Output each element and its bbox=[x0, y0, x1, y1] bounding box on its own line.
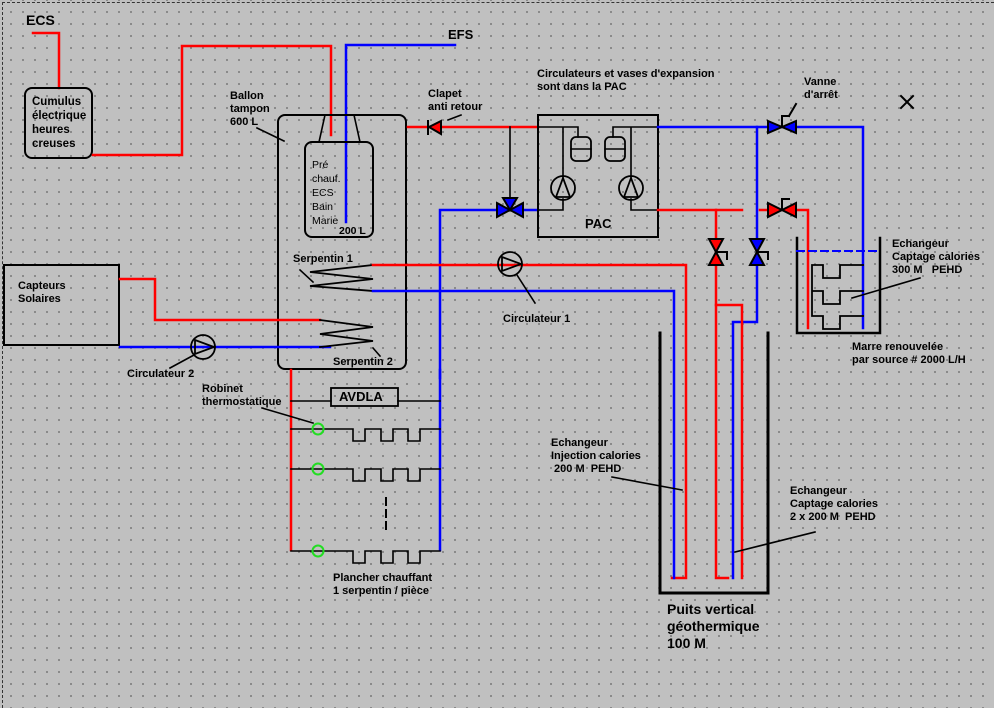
echangeur-captage-marre-label: Echangeur Captage calories 300 M PEHD bbox=[892, 238, 981, 276]
pump-icon bbox=[618, 175, 644, 201]
pump-icon bbox=[497, 251, 524, 277]
circulateur2-label: Circulateur 2 bbox=[127, 368, 195, 380]
ecs-label: ECS bbox=[26, 12, 55, 28]
circulateur2-leader bbox=[168, 353, 196, 370]
valve-icon bbox=[767, 102, 798, 135]
serpentin-1-coil bbox=[309, 264, 374, 292]
floor-loop-n bbox=[290, 550, 441, 564]
pond-container bbox=[795, 236, 882, 335]
prechauffeur-tank bbox=[304, 141, 374, 238]
robinet-leader bbox=[261, 407, 314, 424]
serpentin2-leader bbox=[371, 346, 382, 358]
pac-internal-right bbox=[612, 126, 659, 211]
floor-loop-1 bbox=[290, 428, 441, 442]
puits-label: Puits vertical géothermique 100 M bbox=[667, 601, 760, 651]
avdla-box bbox=[330, 387, 399, 407]
pipe-serpentin1-hot bbox=[371, 263, 688, 580]
thermostatic-valve-icon bbox=[311, 422, 325, 436]
pipe-return-cold bbox=[438, 208, 540, 380]
pac-unit bbox=[537, 114, 659, 238]
serpentin2-label: Serpentin 2 bbox=[333, 356, 393, 368]
pipe-serpentin1-cold bbox=[371, 289, 676, 580]
efs-label: EFS bbox=[448, 27, 474, 42]
captage-leader bbox=[734, 531, 816, 553]
pipe-pac-cold-out bbox=[656, 125, 865, 330]
echangeur-injection-label: Echangeur Injection calories 200 M PEHD bbox=[551, 437, 641, 475]
robinet-label: Robinet thermostatique bbox=[202, 383, 282, 408]
ballon-label-leader bbox=[255, 126, 286, 143]
pond-exchanger-coil bbox=[811, 264, 864, 330]
pipe-cumulus-to-ballon bbox=[91, 44, 333, 157]
solar-collectors bbox=[3, 264, 120, 346]
pipe-ecs-hot bbox=[31, 31, 61, 90]
vanne-label: Vanne d'arrêt bbox=[804, 76, 838, 101]
thermostatic-valve-icon bbox=[311, 544, 325, 558]
three-way-valve-icon bbox=[496, 197, 524, 219]
pipe-solar-hot bbox=[118, 277, 322, 322]
valve-icon bbox=[707, 238, 728, 266]
prechauffeur-volume: 200 L bbox=[339, 225, 366, 237]
geothermal-well bbox=[658, 331, 770, 595]
prechauffeur-label: Pré chauf. ECS Bain Marie bbox=[312, 159, 341, 227]
prechauffeur-support-right bbox=[353, 114, 361, 143]
pump-icon bbox=[550, 175, 576, 201]
thermostatic-valve-icon bbox=[311, 462, 325, 476]
valve-icon bbox=[767, 198, 797, 219]
circulateur1-label: Circulateur 1 bbox=[503, 313, 571, 325]
pipe-efs-cold bbox=[344, 43, 457, 224]
marre-label: Marre renouvelée par source # 2000 L/H bbox=[852, 341, 966, 366]
pump-icon bbox=[190, 334, 217, 360]
pipe-hot-to-marre bbox=[758, 208, 810, 330]
capteurs-label: Capteurs Solaires bbox=[18, 280, 66, 305]
pond-exchanger-leader bbox=[851, 277, 921, 299]
check-valve-icon bbox=[426, 119, 442, 136]
pipe-puits-loop-2 bbox=[714, 303, 730, 580]
pipe-pac-cold-down bbox=[731, 125, 759, 580]
clapet-label: Clapet anti retour bbox=[428, 88, 483, 113]
avdla-label: AVDLA bbox=[339, 389, 383, 404]
ballon-label: Ballon tampon 600 L bbox=[230, 90, 270, 128]
serpentin1-label: Serpentin 1 bbox=[293, 253, 353, 265]
pac-note: Circulateurs et vases d'expansion sont d… bbox=[537, 68, 715, 93]
floor-loop-2 bbox=[290, 468, 441, 482]
serpentin-2-coil bbox=[318, 318, 374, 348]
plancher-label: Plancher chauffant 1 serpentin / pièce bbox=[333, 572, 433, 597]
circulateur1-leader bbox=[515, 273, 537, 305]
cumulus-label: Cumulus électrique heures creuses bbox=[32, 96, 87, 150]
pac-internal-left bbox=[537, 126, 579, 211]
echangeur-captage-puits-label: Echangeur Captage calories 2 x 200 M PEH… bbox=[790, 485, 879, 523]
clapet-leader bbox=[446, 113, 463, 122]
prechauffeur-support-left bbox=[318, 114, 326, 143]
ballon-tampon bbox=[277, 114, 407, 370]
serpentin1-leader bbox=[298, 268, 315, 284]
close-mark-icon bbox=[899, 94, 915, 110]
valve-icon bbox=[748, 238, 769, 266]
injection-leader bbox=[611, 476, 683, 491]
cumulus-tank bbox=[24, 87, 93, 159]
pac-label: PAC bbox=[585, 216, 612, 231]
